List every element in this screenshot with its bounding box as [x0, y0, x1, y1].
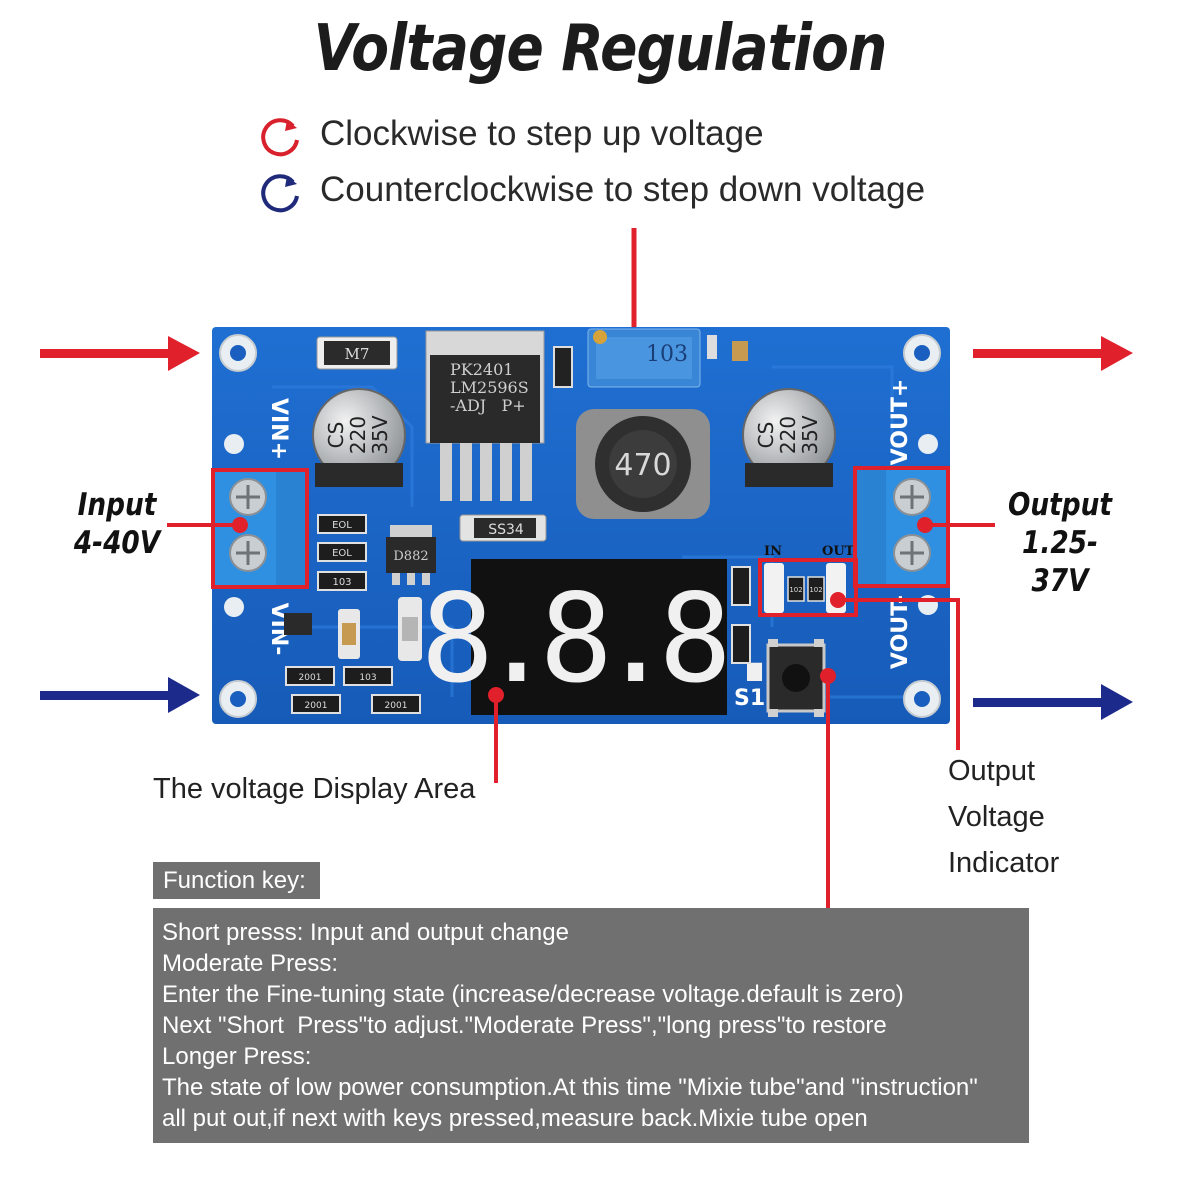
cap-right-line-1: CS [754, 422, 778, 449]
indicator-callout-line-2: Voltage [948, 801, 1045, 833]
diode-label: M7 [345, 345, 370, 363]
function-key-line: Next "Short Press"to adjust."Moderate Pr… [162, 1012, 887, 1039]
resistor-label-7: 2001 [385, 701, 408, 711]
vout-minus-arrow [973, 684, 1133, 720]
inductor-label: 470 [614, 448, 671, 483]
resistor-label-1: EOL [332, 520, 352, 531]
function-key-heading: Function key: [153, 862, 320, 899]
vout-minus-label: VOUT- [888, 595, 913, 669]
clockwise-instruction: Clockwise to step up voltage [320, 114, 764, 153]
function-key-line: Short presss: Input and output change [162, 919, 569, 946]
output-indicator-callout: Output Voltage Indicator [948, 748, 1059, 886]
indicator-callout-line-1: Output [948, 755, 1036, 787]
chip-line-3: -ADJ P+ [450, 396, 526, 415]
switch-label: S1 [734, 686, 765, 711]
cap-left-line-2: 220 [346, 416, 370, 454]
page-title: Voltage Regulation [313, 12, 888, 86]
function-key-line: The state of low power consumption.At th… [162, 1074, 978, 1101]
input-voltage-range: 4-40V [73, 525, 161, 561]
function-key-line: Enter the Fine-tuning state (increase/de… [162, 981, 904, 1008]
vin-minus-arrow [40, 677, 200, 713]
cap-left-line-1: CS [324, 422, 348, 449]
function-key-line: Longer Press: [162, 1043, 312, 1070]
cap-right-line-2: 220 [776, 416, 800, 454]
chip-line-2: LM2596S [450, 378, 529, 397]
pcb-board: M7 PK2401 LM2596S -ADJ P+ 103 CS 220 35V… [212, 327, 950, 724]
resistor-label-8: 102 [789, 586, 802, 594]
vin-plus-label: VIN+ [266, 398, 291, 460]
counterclockwise-arrow-icon [261, 174, 299, 213]
schottky-label: SS34 [488, 522, 524, 538]
display-area-callout: The voltage Display Area [153, 773, 476, 805]
indicator-out-label: OUT [822, 544, 855, 559]
function-key-description: Short presss: Input and output change Mo… [153, 908, 1029, 1143]
cap-left-line-3: 35V [368, 415, 392, 454]
chip-line-1: PK2401 [450, 360, 513, 379]
indicator-callout-line-3: Indicator [948, 847, 1060, 879]
resistor-label-4: 2001 [299, 673, 322, 683]
input-label-title: Input [77, 487, 157, 523]
clockwise-arrow-icon [261, 118, 299, 157]
resistor-label-2: EOL [332, 548, 352, 559]
function-key-line: Moderate Press: [162, 950, 339, 977]
output-label: Output 1.25-37V [1004, 486, 1116, 600]
input-label: Input 4-40V [70, 486, 164, 562]
trimmer-label: 103 [646, 342, 688, 367]
output-voltage-range: 1.25-37V [1022, 525, 1098, 599]
vout-plus-label: VOUT+ [888, 379, 913, 466]
resistor-label-6: 2001 [305, 701, 328, 711]
transistor-label: D882 [393, 549, 428, 564]
resistor-label-9: 102 [809, 586, 822, 594]
seven-segment-display: 8.8.8. [421, 568, 778, 710]
counterclockwise-instruction: Counterclockwise to step down voltage [320, 170, 926, 209]
resistor-label-5: 103 [359, 673, 376, 683]
function-key-line: all put out,if next with keys pressed,me… [162, 1105, 868, 1132]
vout-plus-arrow [973, 336, 1133, 371]
output-label-title: Output [1008, 487, 1112, 523]
resistor-label-3: 103 [332, 577, 351, 588]
cap-right-line-3: 35V [798, 415, 822, 454]
vin-plus-arrow [40, 336, 200, 371]
indicator-in-label: IN [764, 544, 782, 559]
